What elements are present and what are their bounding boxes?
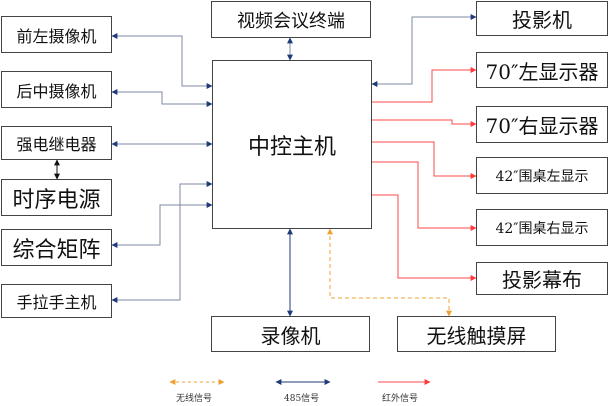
legend-infrared-label: 红外信号 (382, 394, 419, 404)
line-conference-host (111, 181, 213, 303)
conference-host: 手拉手主机 (1, 284, 112, 318)
integrated-matrix: 综合矩阵 (1, 229, 112, 266)
rear-center-camera: 后中摄像机 (1, 71, 112, 108)
line-42-right-display (372, 161, 477, 231)
line-70-right-display (372, 119, 477, 127)
central-control-host: 中控主机 (212, 60, 372, 229)
line-70-left-display (372, 67, 477, 103)
line-42-left-display (372, 141, 477, 179)
line-projection-screen (372, 194, 477, 281)
front-left-camera: 前左摄像机 (1, 16, 112, 53)
line-matrix (111, 202, 213, 248)
power-relay: 强电继电器 (1, 126, 112, 160)
power-sequencer: 时序电源 (1, 179, 112, 216)
display-42-table-left: 42″围桌左显示 (476, 157, 608, 194)
display-42-table-right: 42″围桌右显示 (476, 209, 608, 246)
projection-screen: 投影幕布 (476, 262, 608, 295)
legend-485-label: 485信号 (284, 394, 320, 404)
legend-wireless-label: 无线信号 (176, 394, 213, 404)
wireless-touch-screen: 无线触摸屏 (397, 316, 556, 352)
projector: 投影机 (476, 1, 608, 36)
line-front-left-camera (111, 33, 213, 89)
line-wireless-touchscreen (327, 228, 452, 317)
line-projector (371, 14, 477, 87)
line-rear-center-camera (111, 89, 213, 107)
video-recorder: 录像机 (211, 316, 370, 352)
display-70-left: 70″左显示器 (476, 52, 608, 88)
display-70-right: 70″右显示器 (476, 106, 608, 143)
video-conference-terminal: 视频会议终端 (211, 1, 371, 38)
